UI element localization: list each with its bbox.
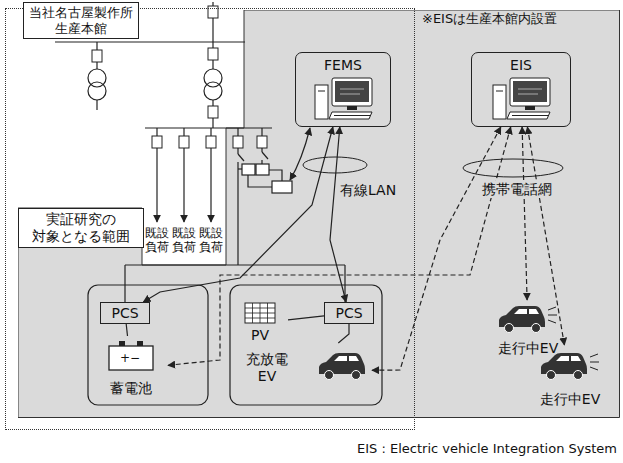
drawing-rect (233, 136, 243, 148)
drawing-line (261, 160, 262, 164)
node-label: FEMS (296, 57, 390, 74)
drawing-circle (574, 371, 583, 380)
carrun-picture (498, 304, 558, 334)
drawing-circle (505, 324, 514, 333)
drawing-path (334, 115, 370, 116)
drawing-line (125, 264, 345, 265)
node-label: PCS (101, 305, 149, 322)
drawing-path (518, 89, 542, 94)
node-label: 走行中EV (488, 340, 568, 357)
node-label: 蓄電池 (94, 380, 168, 397)
drawing-rect (208, 106, 218, 118)
pc-icon (492, 77, 552, 121)
drawing-line (496, 91, 503, 92)
drawing-rect (256, 164, 269, 175)
note-text: ※EISは生産本館内設置 (422, 11, 557, 27)
drawing-path (512, 115, 548, 116)
drawing-path (334, 356, 359, 361)
drawing-line (318, 91, 325, 92)
pv-panel: PV (232, 300, 288, 346)
car-icon (318, 351, 366, 381)
load-label: 既設 負荷 (144, 226, 170, 255)
node-label: PCS (325, 305, 373, 322)
drawing-rect (242, 164, 255, 175)
pcs-box: PCS (324, 302, 374, 324)
car-picture (318, 351, 366, 381)
drawing-rect (510, 78, 550, 106)
drawing-rect (315, 85, 328, 119)
network-label: 携帯電話網 (480, 181, 554, 198)
study-scope-region: 実証研究の 対象となる範囲 FEMS EIS PCS 蓄電池 PV PCS 充放電 EV 走行中… (18, 10, 620, 418)
drawing-rect (179, 136, 189, 148)
charging-ev: 充放電 EV (238, 343, 372, 399)
carrun-icon (498, 304, 558, 334)
load-label: 既設 負荷 (198, 226, 224, 255)
node-label: 当社名古屋製作所 生産本館 (23, 2, 139, 39)
drawing-rect (92, 50, 102, 62)
drawing-line (96, 100, 97, 110)
load-label: 既設 負荷 (171, 226, 197, 255)
network-label: 有線LAN (338, 182, 398, 199)
battery: 蓄電池 (94, 336, 168, 402)
drawing-path (340, 89, 364, 94)
caption: EIS : Electric vehicle Integration Syste… (357, 441, 617, 457)
drawing-rect (332, 78, 372, 106)
drawing-line (145, 127, 272, 128)
pc-picture (492, 77, 552, 121)
pc-picture (314, 77, 374, 121)
drawing-line (55, 41, 245, 42)
drawing-rect (257, 136, 267, 148)
region-outline (18, 10, 620, 418)
drawing-circle (532, 324, 541, 333)
drawing-line (238, 168, 242, 169)
fems-box: FEMS (295, 52, 391, 127)
drawing-circle (204, 82, 222, 100)
drawing-circle (547, 371, 556, 380)
drawing-rect (335, 81, 369, 102)
node-label: EIS (472, 57, 570, 74)
drawing-rect (347, 106, 357, 110)
drawing-rect (525, 106, 535, 110)
node-label: 実証研究の 対象となる範囲 (18, 208, 144, 248)
node-label: PV (232, 327, 288, 344)
drawing-circle (88, 82, 106, 100)
drawing-path (556, 356, 581, 361)
drawing-rect (493, 85, 506, 119)
pcs-box: PCS (100, 302, 150, 324)
drawing-path (548, 307, 557, 323)
drawing-line (124, 265, 125, 302)
drawing-rect (513, 81, 547, 102)
drawing-path (329, 112, 372, 119)
drawing-rect (206, 136, 216, 148)
drawing-circle (352, 371, 361, 380)
running-ev: 走行中EV (488, 300, 568, 360)
drawing-rect (208, 48, 218, 60)
drawing-line (237, 162, 238, 265)
eis-box: EIS (471, 52, 571, 127)
drawing-circle (325, 371, 334, 380)
pv-picture (244, 302, 276, 324)
node-label: 充放電 EV (240, 351, 294, 385)
battery-terminal-mark: +− (106, 351, 154, 365)
drawing-path (245, 303, 275, 323)
drawing-rect (245, 303, 275, 323)
drawing-path (507, 112, 550, 119)
pv-icon (244, 302, 276, 324)
drawing-rect (272, 181, 292, 193)
drawing-path (514, 309, 539, 314)
node-label: 走行中EV (524, 391, 616, 408)
pc-icon (314, 77, 374, 121)
drawing-rect (152, 136, 162, 148)
drawing-path (590, 354, 599, 370)
